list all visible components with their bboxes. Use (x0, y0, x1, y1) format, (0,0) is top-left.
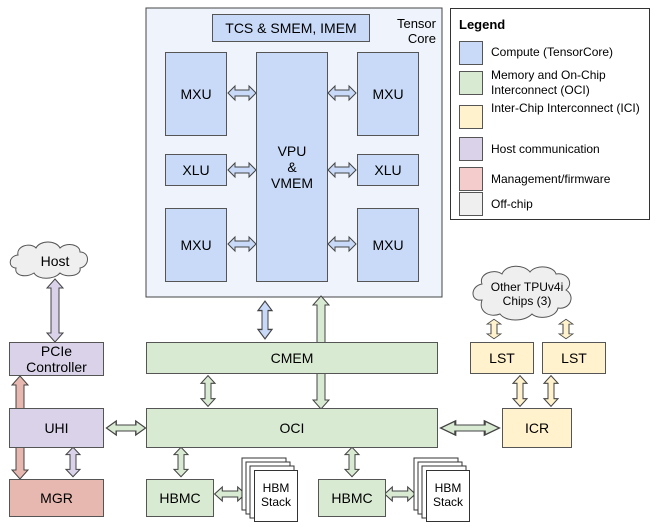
lst-block: LST (542, 342, 606, 374)
cloud-lst-arrow (486, 318, 502, 340)
cmem-oci-arrow (200, 375, 216, 407)
icr-block: ICR (502, 408, 572, 448)
tcs-smem-imem-block: TCS & SMEM, IMEM (212, 14, 370, 42)
legend-label-offchip: Off-chip (491, 197, 533, 211)
hbm-stack-block: HBM Stack (254, 470, 298, 522)
vpu-vmem-block: VPU & VMEM (256, 52, 328, 282)
legend-title: Legend (459, 17, 506, 32)
hbmc-block: HBMC (318, 479, 386, 517)
legend-swatch-memory (459, 71, 483, 95)
oci-block: OCI (146, 408, 438, 448)
legend-label-management: Management/firmware (491, 172, 611, 186)
lst-icr-arrow (543, 375, 559, 407)
xlu-block: XLU (165, 154, 227, 186)
uhi-block: UHI (9, 408, 104, 448)
legend-swatch-host (459, 137, 483, 161)
hbmc-hbm-arrow (214, 486, 246, 502)
cmem-block: CMEM (146, 342, 438, 374)
legend-label-ici: Inter-Chip Interconnect (ICI) (491, 101, 640, 115)
lst-icr-arrow (512, 375, 528, 407)
other-chips-cloud: Other TPUv4i Chips (3) (490, 280, 564, 308)
lst-block: LST (470, 342, 534, 374)
other-chips-cloud-shape (472, 265, 572, 321)
mgr-block: MGR (9, 479, 104, 517)
oci-icr-arrow (439, 419, 501, 437)
tensor-core-label: Tensor Core (396, 16, 436, 46)
legend-label-compute: Compute (TensorCore) (491, 45, 614, 59)
hbmc-hbm-arrow (384, 486, 416, 502)
oci-hbmc-arrow (344, 446, 360, 478)
cloud-lst-arrow (558, 318, 574, 340)
legend-label-memory: Memory and On-Chip Interconnect (OCI) (491, 68, 606, 97)
legend-swatch-offchip (459, 192, 483, 216)
mxu-block: MXU (165, 52, 227, 136)
legend-swatch-ici (459, 105, 483, 129)
core-cmem-arrow (257, 300, 273, 340)
uhi-oci-arrow (105, 420, 147, 436)
xlu-block: XLU (357, 154, 419, 186)
uhi-mgr-arrow (65, 446, 81, 478)
hbmc-block: HBMC (146, 479, 214, 517)
host-cloud: Host (40, 253, 70, 269)
mxu-block: MXU (165, 208, 227, 282)
legend: Legend Compute (TensorCore) Memory and O… (450, 8, 650, 220)
oci-hbmc-arrow (173, 446, 189, 478)
pcie-controller-block: PCIe Controller (9, 342, 104, 376)
legend-label-host: Host communication (491, 142, 600, 156)
legend-swatch-compute (459, 41, 483, 65)
hbm-stack-block: HBM Stack (426, 470, 470, 522)
mxu-block: MXU (357, 52, 419, 136)
legend-swatch-management (459, 167, 483, 191)
mxu-block: MXU (357, 208, 419, 282)
host-pcie-arrow (45, 278, 65, 343)
host-cloud-shape (9, 241, 88, 279)
